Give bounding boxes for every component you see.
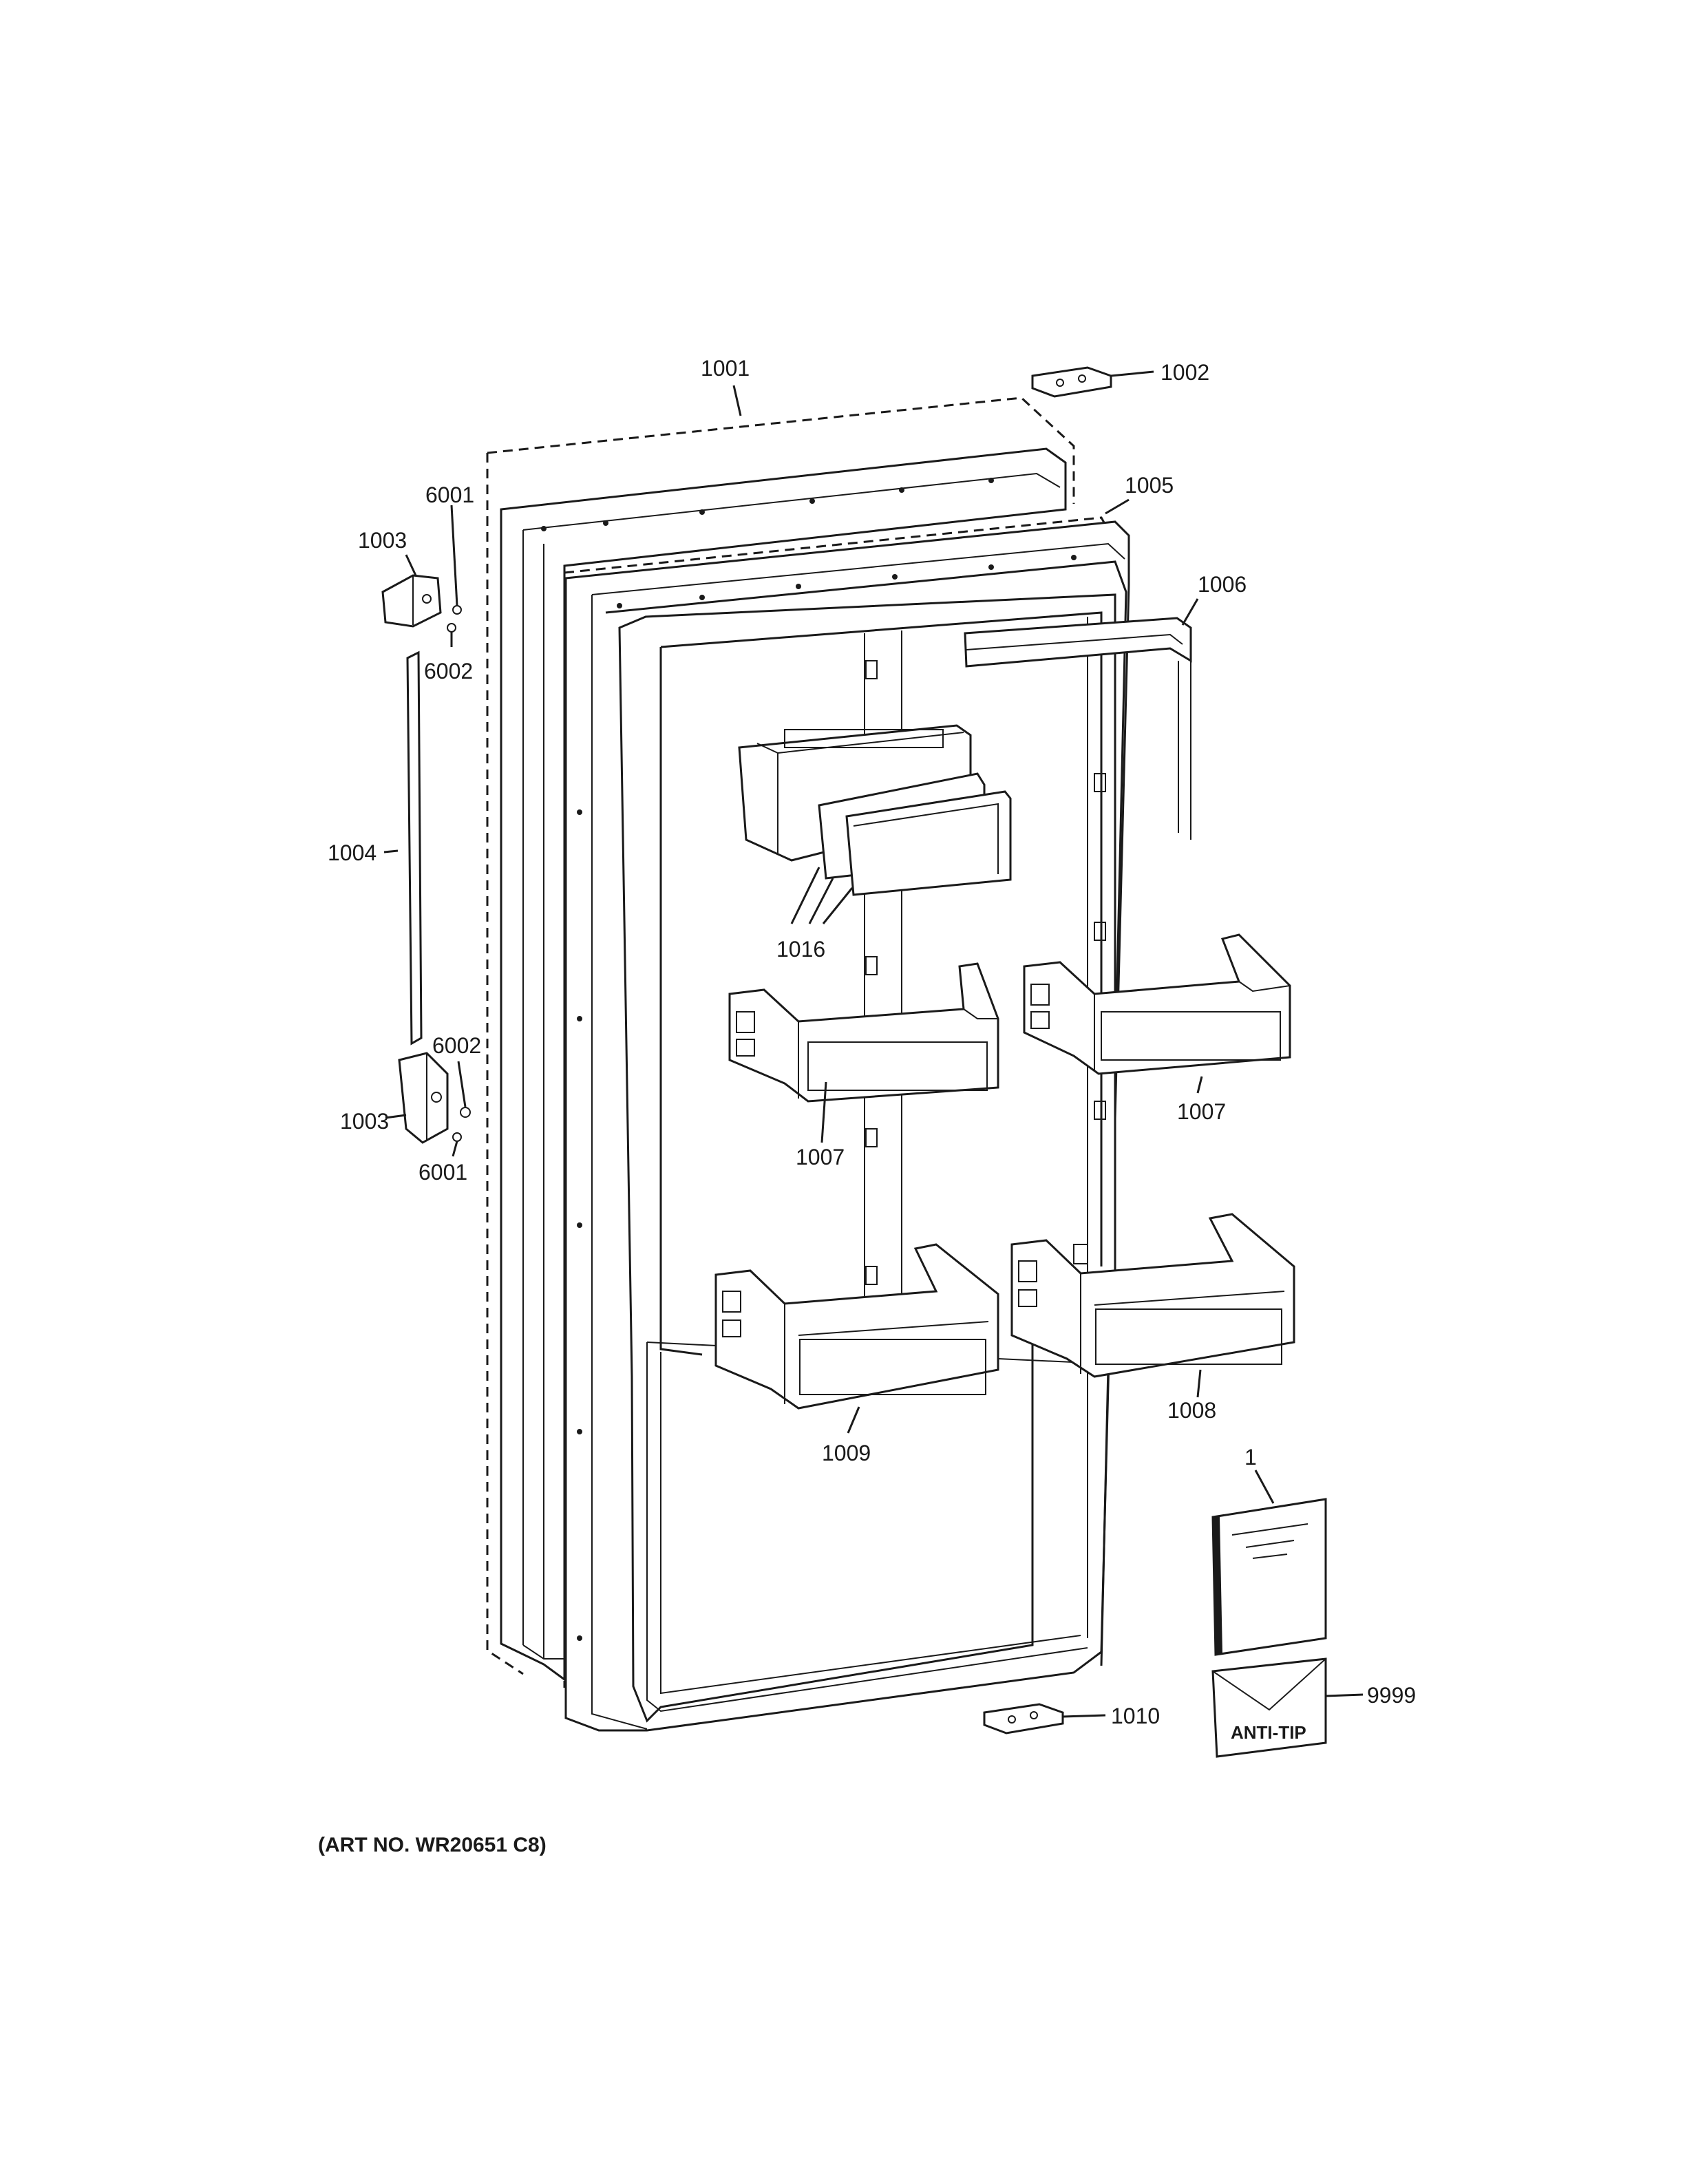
anti-tip-envelope: [1211, 1657, 1364, 1758]
outer-door-panel: [500, 447, 1067, 1682]
callout-1003-top: 1003: [358, 528, 407, 553]
callout-1007-right: 1007: [1177, 1099, 1226, 1124]
gasket-1006: [964, 598, 1199, 840]
callout-6002-bottom: 6002: [432, 1033, 481, 1058]
module-1016: [738, 724, 1012, 924]
door-bin-1008: [1010, 1213, 1295, 1378]
callout-6001-bottom: 6001: [418, 1160, 467, 1185]
shelf-posts: [864, 614, 1116, 1308]
callout-1002: 1002: [1161, 360, 1209, 385]
callout-1004: 1004: [328, 840, 377, 865]
trim-strip-1004: [383, 650, 423, 1046]
callout-1007-left: 1007: [796, 1145, 845, 1169]
anti-tip-label: ANTI-TIP: [1231, 1722, 1306, 1743]
callout-1001: 1001: [701, 356, 750, 381]
screw-6001-bottom: [452, 1132, 462, 1157]
screw-6002-top: [447, 623, 456, 647]
manual-booklet: [1211, 1470, 1327, 1656]
callout-1008: 1008: [1167, 1398, 1216, 1423]
callout-6002-top: 6002: [424, 659, 473, 683]
outline-1001: [486, 396, 1075, 1675]
bracket-1003-bottom: [385, 1052, 449, 1144]
screw-6002-bottom: [457, 1061, 471, 1118]
callout-1005: 1005: [1125, 473, 1174, 498]
door-bin-1009: [714, 1243, 999, 1410]
hinge-1010: [983, 1703, 1106, 1735]
door-bin-1007-right: [1023, 933, 1291, 1075]
callout-6001-top: 6001: [425, 483, 474, 507]
callout-1009: 1009: [822, 1441, 871, 1465]
art-number: (ART NO. WR20651 C8): [318, 1834, 547, 1856]
outline-1005: [563, 516, 1110, 1688]
callout-9999: 9999: [1367, 1683, 1416, 1708]
callout-1006: 1006: [1198, 572, 1247, 597]
callout-1003-bottom: 1003: [340, 1109, 389, 1134]
callout-1016: 1016: [776, 937, 825, 962]
callout-1: 1: [1244, 1445, 1257, 1470]
leader-lines: [732, 385, 1203, 1434]
callout-1010: 1010: [1111, 1704, 1160, 1728]
hinge-1002: [1031, 366, 1154, 398]
door-bin-1007-left: [728, 962, 999, 1103]
bracket-1003-top: [381, 554, 442, 628]
screw-6001-top: [450, 505, 462, 615]
